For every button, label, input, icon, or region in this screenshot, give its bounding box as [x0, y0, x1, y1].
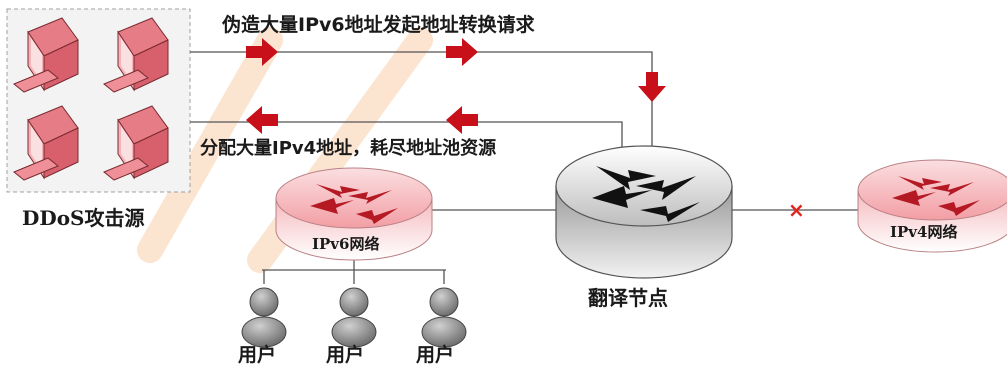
user-icon: [421, 287, 467, 348]
left-arrow-icon: [246, 106, 278, 134]
user-icon: [331, 287, 377, 348]
user-label: 用户: [326, 344, 365, 366]
down-arrow-icon: [638, 72, 666, 102]
forge-request-label: 伪造大量IPv6地址发起地址转换请求: [222, 14, 535, 36]
right-arrow-icon: [446, 38, 478, 66]
user-icon: [241, 287, 287, 348]
blocked-marker: ×: [788, 198, 805, 222]
user-label: 用户: [416, 344, 455, 366]
translation-router-icon: [555, 145, 733, 279]
ipv4-network-label: IPv4网络: [890, 223, 958, 241]
ipv6-network-label: IPv6网络: [312, 235, 380, 253]
translation-node-label: 翻译节点: [588, 286, 668, 310]
allocate-exhaust-label: 分配大量IPv4地址，耗尽地址池资源: [200, 138, 497, 159]
left-arrow-icon: [446, 106, 478, 134]
user-label: 用户: [238, 344, 277, 366]
ddos-source-label: DDoS攻击源: [22, 206, 145, 230]
connection-lines: [190, 51, 858, 284]
